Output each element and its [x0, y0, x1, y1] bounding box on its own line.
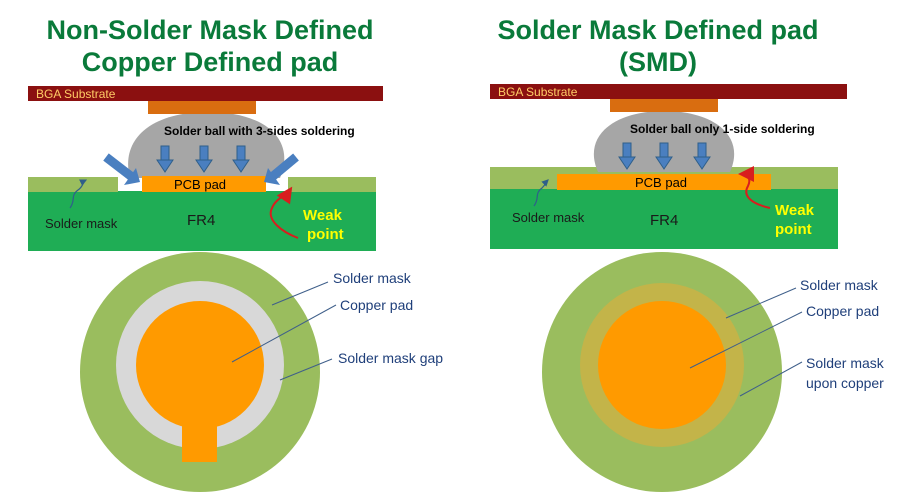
right-cross-section: BGA Substrate PCB pad Solder ball only 1…: [490, 84, 847, 249]
left-solder-mask-left: [28, 177, 118, 192]
left-title-line2: Copper Defined pad: [81, 47, 339, 77]
left-copper-pad: [136, 301, 264, 429]
right-title-line2: (SMD): [619, 47, 697, 77]
right-callout-copper-pad: Copper pad: [806, 303, 879, 319]
left-callout-copper-pad: Copper pad: [340, 297, 413, 313]
right-title: Solder Mask Defined pad (SMD): [478, 14, 838, 78]
right-pad-stub: [610, 97, 718, 112]
right-weak-line2: point: [775, 221, 812, 238]
left-down-arrows: [156, 145, 250, 173]
right-bga-substrate: [490, 84, 847, 99]
left-weak-line2: point: [307, 226, 344, 243]
left-title-line1: Non-Solder Mask Defined: [46, 15, 374, 45]
right-fr4-layer: [490, 188, 838, 249]
right-callout-mask-upon-line2: upon copper: [806, 375, 884, 391]
left-callout-mask-gap: Solder mask gap: [338, 350, 443, 366]
right-top-view: Solder mask Copper pad Solder mask upon …: [542, 252, 885, 492]
right-callout-mask-upon-line1: Solder mask: [806, 355, 885, 371]
left-top-view: Solder mask Copper pad Solder mask gap: [80, 252, 443, 492]
right-pad-label: PCB pad: [635, 175, 687, 190]
right-weak-line1: Weak: [775, 202, 815, 219]
right-callout-copper-line: [739, 361, 803, 397]
left-title: Non-Solder Mask Defined Copper Defined p…: [30, 14, 390, 78]
left-copper-trace: [182, 412, 217, 462]
right-copper-pad: [598, 301, 726, 429]
left-pad-label: PCB pad: [174, 177, 226, 192]
left-callout-pad-line: [231, 304, 337, 363]
left-solder-mask-right: [288, 177, 376, 192]
left-ball-label: Solder ball with 3-sides soldering: [164, 124, 355, 138]
right-callout-solder-mask: Solder mask: [800, 277, 879, 293]
left-mask-label: Solder mask: [45, 216, 118, 231]
right-fr4-label: FR4: [650, 212, 678, 229]
left-mask-pointer: [69, 179, 88, 209]
left-cross-section: BGA Substrate PCB pad Solder ball with 3…: [28, 86, 383, 251]
left-bga-substrate: [28, 86, 383, 101]
left-callout-mask-line: [271, 281, 329, 306]
left-fr4-layer: [28, 191, 376, 251]
left-weak-line1: Weak: [303, 207, 343, 224]
right-weak-arrow: [738, 166, 771, 209]
left-pcb-pad: [142, 176, 266, 192]
left-callout-solder-mask: Solder mask: [333, 270, 412, 286]
left-fr4-label: FR4: [187, 212, 215, 229]
left-callout-gap-line: [279, 358, 333, 381]
right-down-arrows: [618, 142, 711, 170]
left-side-arrows: [103, 153, 299, 185]
right-mask-pointer: [533, 179, 549, 207]
right-substrate-label: BGA Substrate: [498, 85, 578, 99]
left-weak-arrow: [269, 186, 299, 239]
right-callout-pad-line: [689, 311, 803, 369]
right-ball-label: Solder ball only 1-side soldering: [630, 122, 815, 136]
right-mask-label: Solder mask: [512, 210, 585, 225]
left-substrate-label: BGA Substrate: [36, 87, 116, 101]
left-pad-stub: [148, 99, 256, 114]
right-title-line1: Solder Mask Defined pad: [497, 15, 819, 45]
right-callout-mask-line: [725, 287, 797, 319]
right-pcb-pad: [557, 174, 771, 190]
